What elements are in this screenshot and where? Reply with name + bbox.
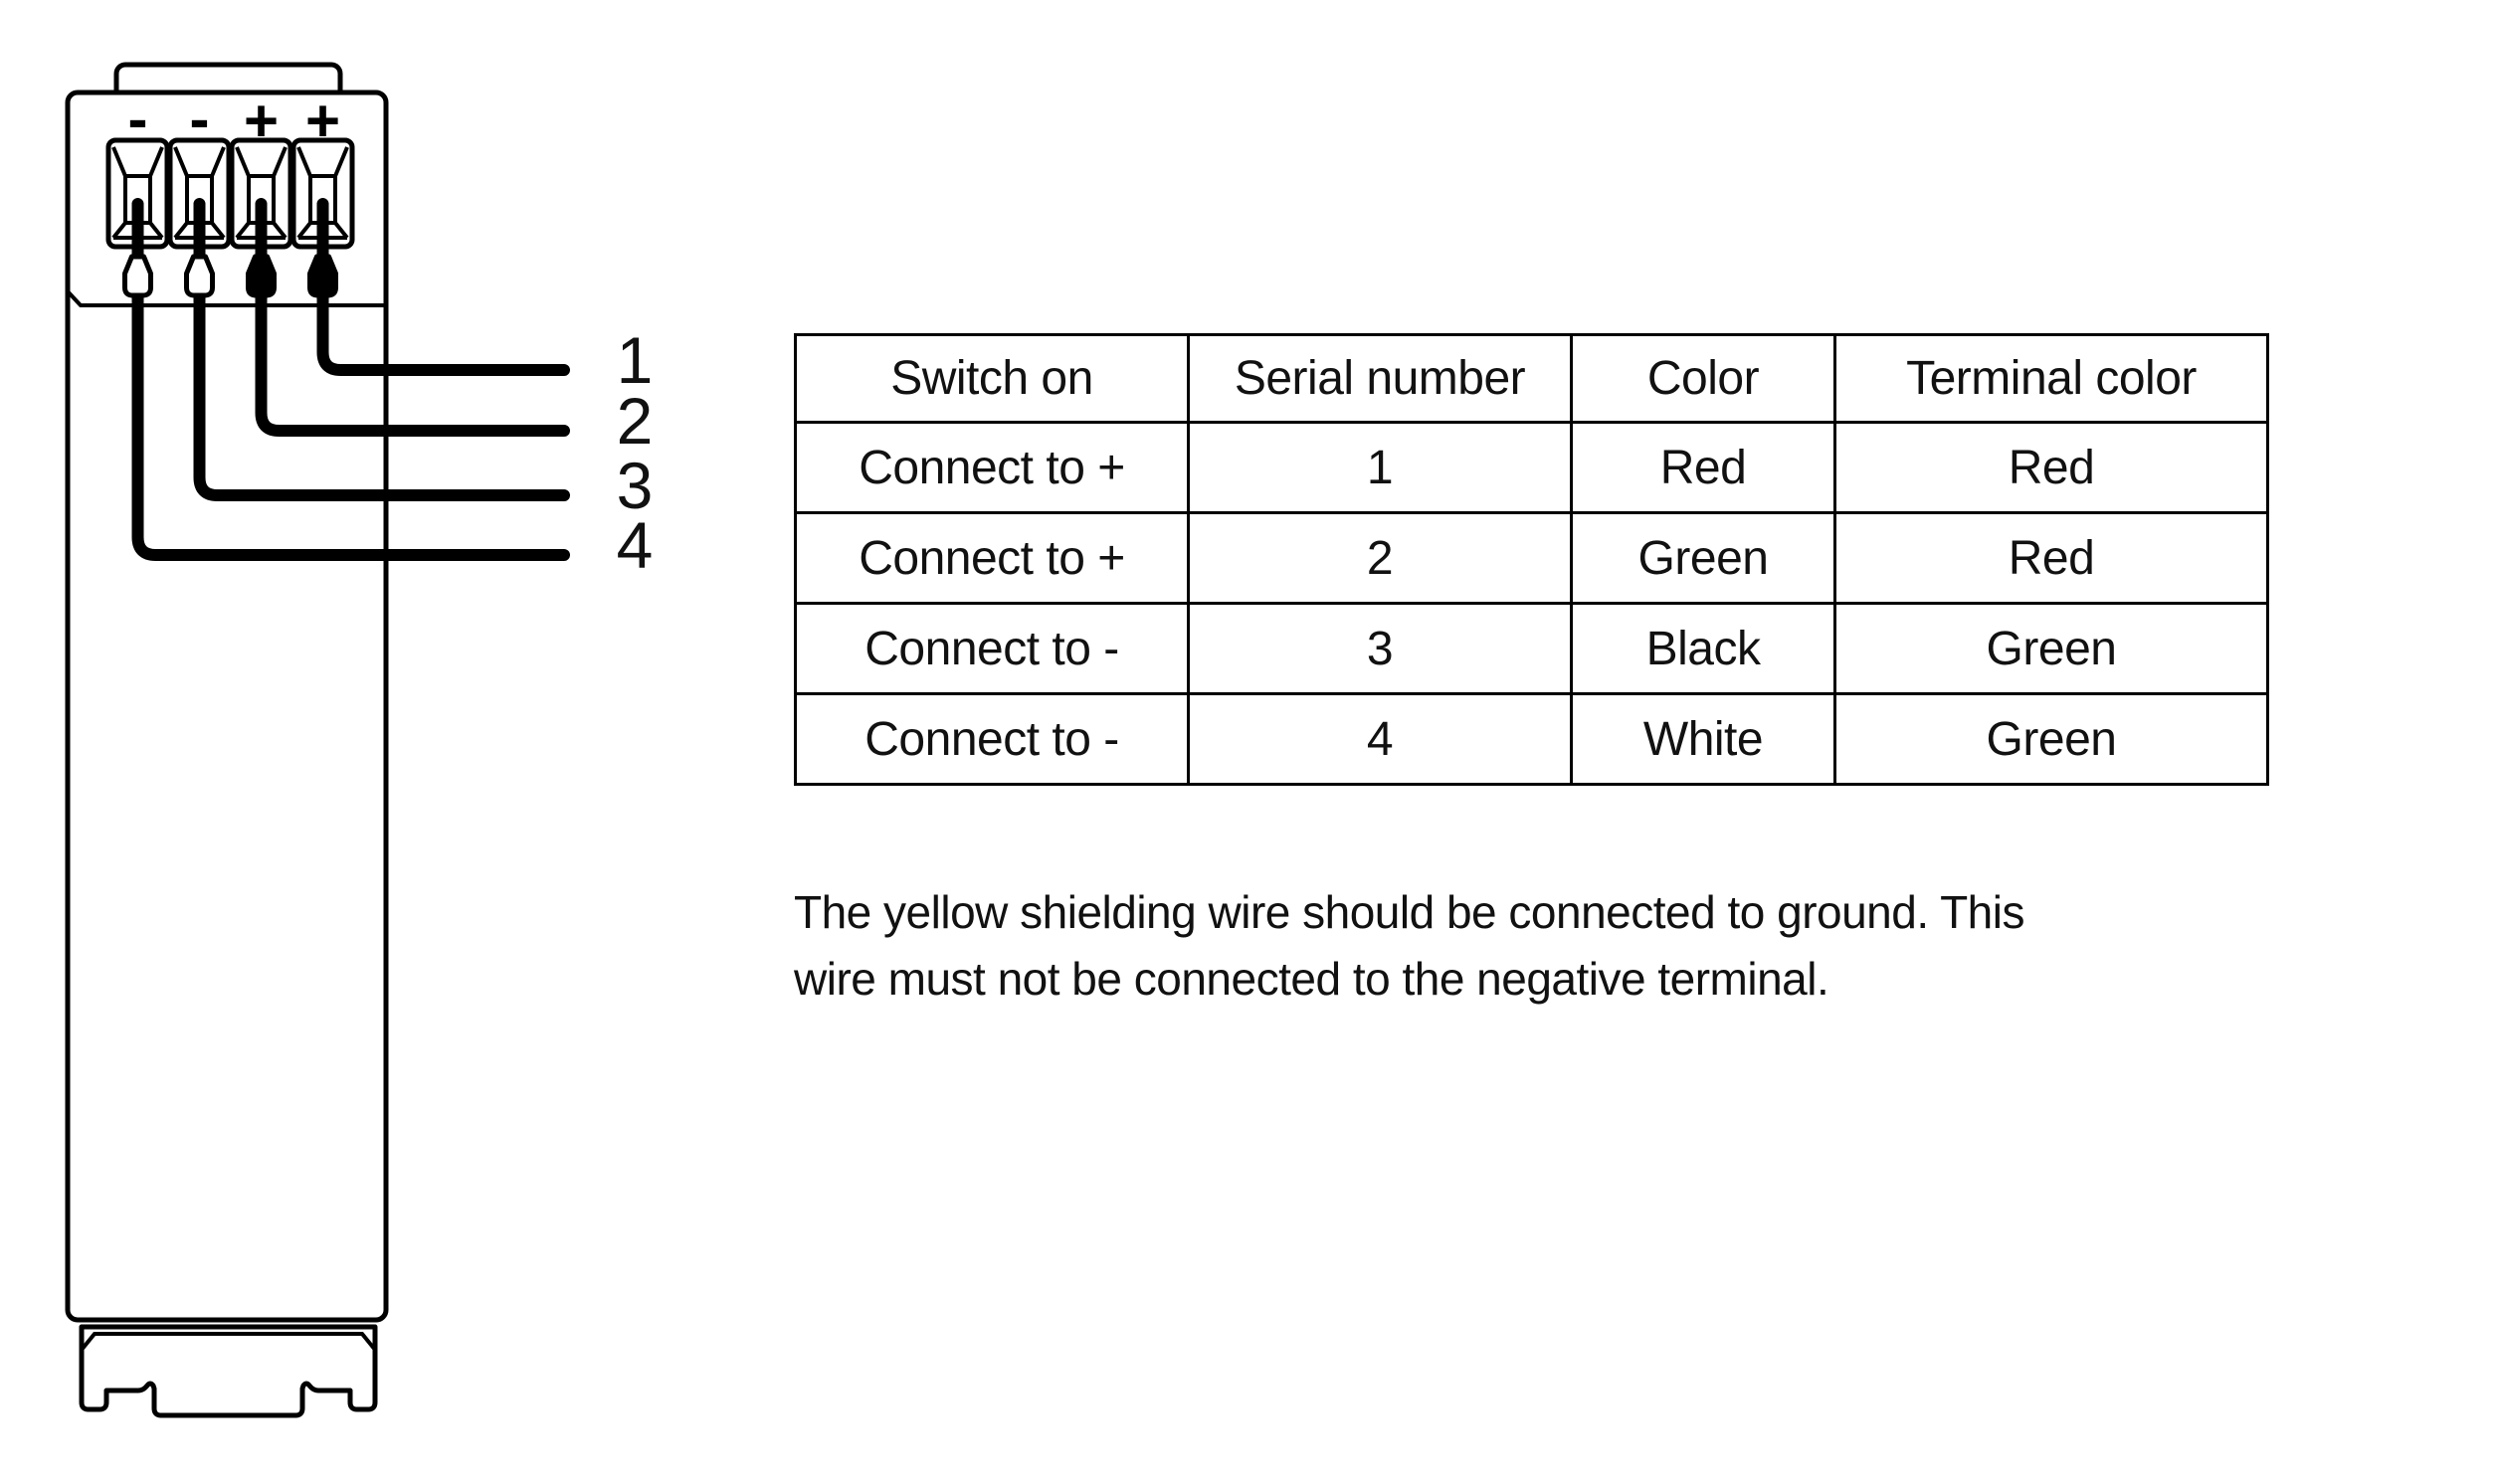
grounding-note: The yellow shielding wire should be conn… [794,879,2024,1013]
cell-switch-on: Connect to + [794,421,1190,514]
table-row: Connect to + 2 Green Red [794,511,2269,605]
cell-color: White [1570,692,1836,786]
lug-hollow-1 [122,254,153,298]
wire-3-negative [193,198,570,501]
wire-label-1: 1 [617,323,654,397]
cell-terminal-color: Green [1833,692,2269,786]
col-header-switch-on: Switch on [794,333,1190,424]
bracket-chamfer-line [80,1332,377,1352]
wire-number-labels: 1 2 3 4 [617,323,654,582]
cell-serial-number: 1 [1187,421,1573,514]
cell-terminal-color: Green [1833,602,2269,695]
terminal-block-2 [167,137,232,250]
lug-filled-3 [246,254,277,298]
cell-color: Red [1570,421,1836,514]
wires [131,198,570,561]
polarity-minus-2: - [190,86,210,152]
connection-table: Switch on Serial number Color Terminal c… [794,333,2269,786]
cell-switch-on: Connect to - [794,602,1190,695]
polarity-minus-1: - [128,86,148,152]
wire-1-positive [316,198,570,376]
col-header-color: Color [1570,333,1836,424]
device-wiring-diagram: - - + + [65,62,654,1418]
device-panel-separator [66,289,386,307]
cell-serial-number: 4 [1187,692,1573,786]
terminal-clamp-funnel [235,146,288,240]
lug-filled-4 [307,254,338,298]
terminal-clamp-funnel [173,146,226,240]
terminal-clamp-funnel [296,146,349,240]
table-row: Connect to - 3 Black Green [794,602,2269,695]
cell-terminal-color: Red [1833,421,2269,514]
cell-color: Green [1570,511,1836,605]
connector-lugs [122,254,338,298]
table-row: Connect to + 1 Red Red [794,421,2269,514]
col-header-terminal-color: Terminal color [1833,333,2269,424]
wire-label-4: 4 [617,508,654,582]
cell-serial-number: 3 [1187,602,1573,695]
table-header-row: Switch on Serial number Color Terminal c… [794,333,2269,424]
device-body [65,90,389,1323]
terminal-clamp-funnel [111,146,164,240]
col-header-serial-number: Serial number [1187,333,1573,424]
din-rail-bracket [79,1324,378,1418]
cell-switch-on: Connect to - [794,692,1190,786]
note-line-2: wire must not be connected to the negati… [794,953,1829,1005]
wire-4-negative [131,198,570,561]
cell-switch-on: Connect to + [794,511,1190,605]
cell-terminal-color: Red [1833,511,2269,605]
table-row: Connect to - 4 White Green [794,692,2269,786]
note-line-1: The yellow shielding wire should be conn… [794,886,2024,938]
wire-label-3: 3 [617,449,654,522]
lug-hollow-2 [184,254,215,298]
wire-2-positive [255,198,570,437]
cell-serial-number: 2 [1187,511,1573,605]
cell-color: Black [1570,602,1836,695]
wire-label-2: 2 [617,384,654,458]
